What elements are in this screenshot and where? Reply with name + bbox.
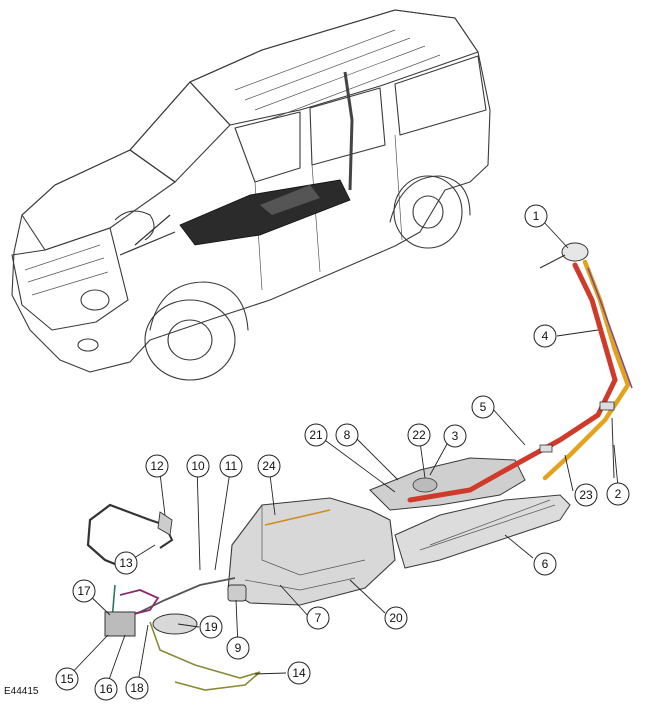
callout-13: 13 [114, 551, 138, 575]
callout-label: 21 [309, 428, 323, 442]
callout-18: 18 [125, 676, 149, 700]
callout-19: 19 [199, 615, 223, 639]
callout-label: 11 [225, 459, 238, 473]
callout-6: 6 [533, 552, 557, 576]
callout-17: 17 [72, 579, 96, 603]
callout-15: 15 [55, 667, 79, 691]
callout-label: 10 [191, 459, 205, 473]
callout-label: 6 [542, 557, 549, 571]
callout-20: 20 [384, 606, 408, 630]
callout-21: 21 [304, 423, 328, 447]
callout-23: 23 [574, 483, 598, 507]
callout-label: 4 [542, 329, 549, 343]
callout-label: 1 [533, 209, 540, 223]
callout-label: 13 [119, 556, 133, 570]
callout-label: 18 [130, 681, 144, 695]
callout-16: 16 [94, 677, 118, 701]
callout-label: 2 [615, 487, 622, 501]
vapour-line [149, 621, 261, 691]
callout-11: 11 [219, 454, 243, 478]
callout-label: 22 [412, 428, 426, 442]
callout-22: 22 [407, 423, 431, 447]
callout-label: 19 [204, 620, 218, 634]
vehicle-illustration [11, 9, 491, 381]
callout-3: 3 [443, 424, 467, 448]
callout-8: 8 [335, 423, 359, 447]
vent-pipe [542, 259, 631, 481]
callout-9: 9 [226, 636, 250, 660]
callout-24: 24 [257, 454, 281, 478]
fuel-system-exploded [86, 242, 633, 691]
callout-1: 1 [524, 204, 548, 228]
fuel-filter [152, 613, 198, 635]
callout-label: 24 [262, 459, 276, 473]
callout-label: 23 [579, 488, 593, 502]
figure-reference-code: E44415 [4, 686, 39, 697]
heat-shield [394, 494, 571, 569]
callout-10: 10 [186, 454, 210, 478]
callout-label: 5 [480, 400, 487, 414]
callout-4: 4 [533, 324, 557, 348]
leader-lines [66, 219, 619, 689]
callout-label: 16 [99, 682, 113, 696]
callout-14: 14 [287, 661, 311, 685]
fuel-filler-pipe [407, 262, 618, 503]
callout-label: 8 [344, 428, 351, 442]
callout-label: 15 [60, 672, 74, 686]
callout-label: 20 [389, 611, 403, 625]
callout-label: 17 [77, 584, 91, 598]
callout-label: 14 [292, 666, 306, 680]
callout-label: 7 [315, 611, 322, 625]
callout-2: 2 [606, 482, 630, 506]
callout-12: 12 [145, 454, 169, 478]
callout-7: 7 [306, 606, 330, 630]
callout-label: 12 [150, 459, 164, 473]
fuel-filler-cap [561, 242, 589, 262]
callout-5: 5 [471, 395, 495, 419]
callout-label: 9 [235, 641, 242, 655]
callout-label: 3 [452, 429, 459, 443]
